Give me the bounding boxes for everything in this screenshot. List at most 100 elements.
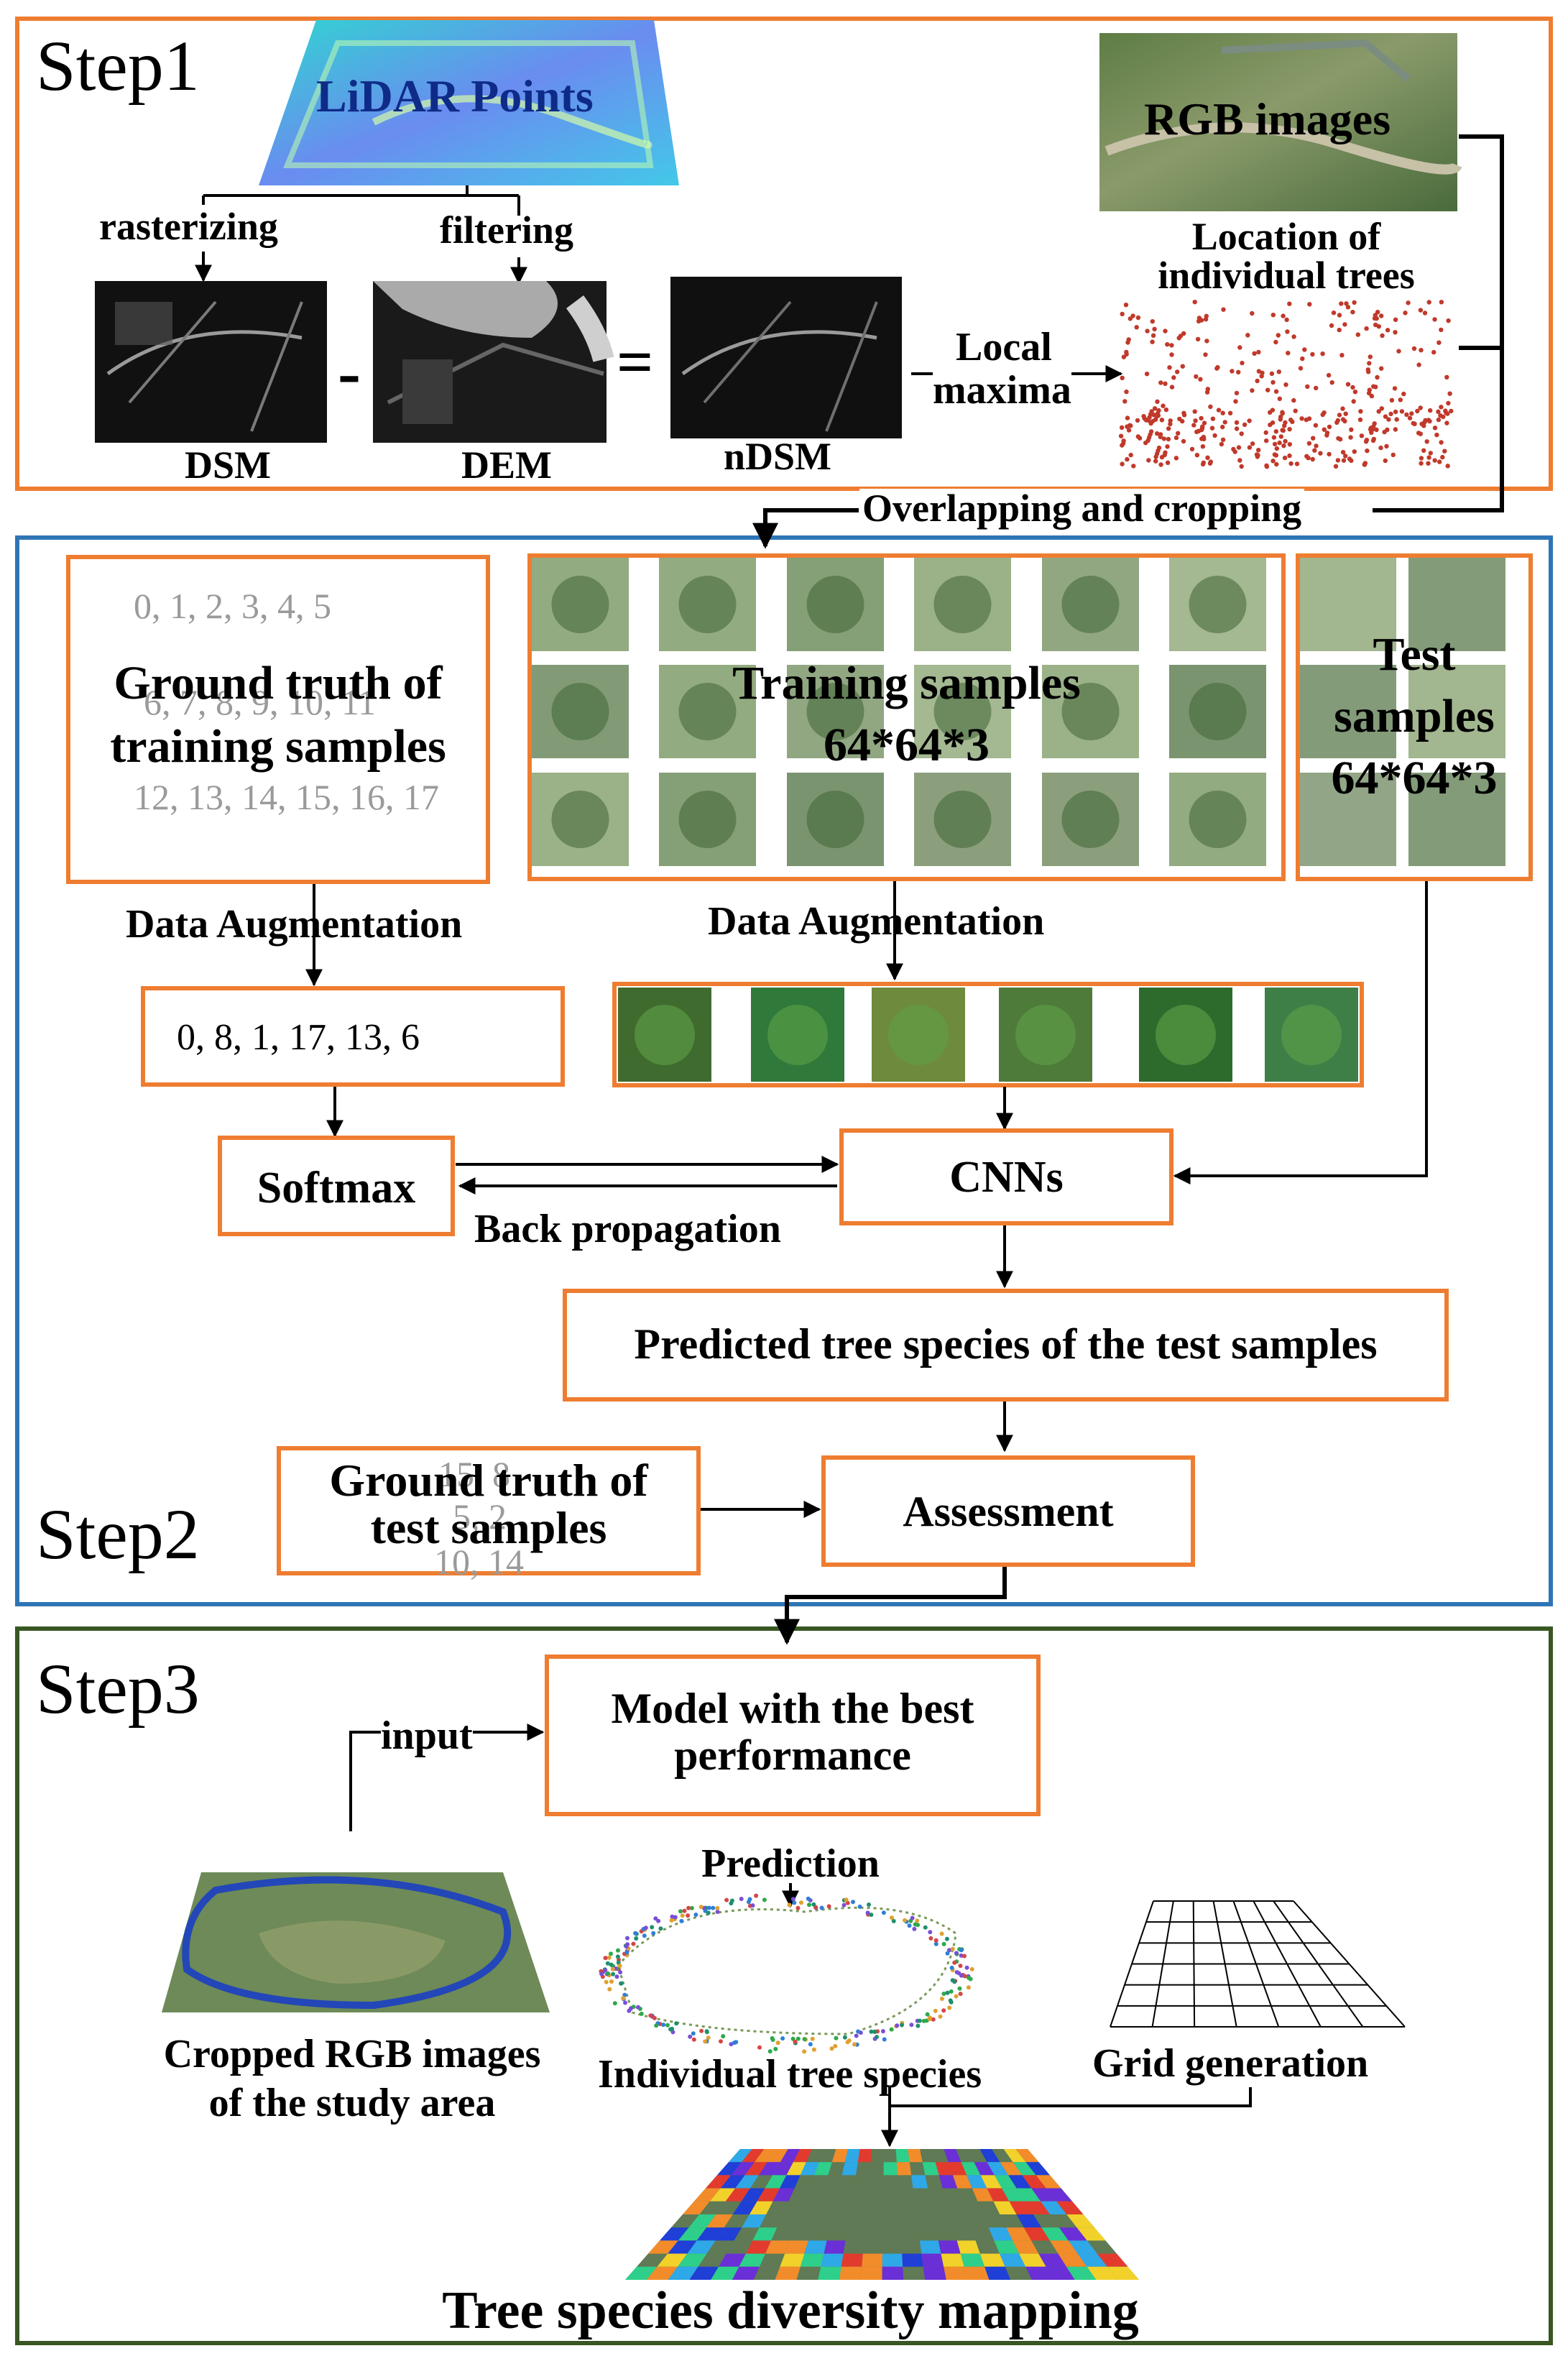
species-point [633, 1931, 638, 1936]
species-point [882, 2037, 887, 2042]
augmented-images-strip [612, 982, 1364, 1087]
tree-location-point [1167, 365, 1172, 370]
tree-location-point [1168, 418, 1173, 423]
tree-location-point [1287, 442, 1293, 447]
tree-location-point [1322, 410, 1327, 415]
diversity-cell [780, 2149, 801, 2163]
species-point [921, 2018, 926, 2023]
species-point [651, 1931, 656, 1936]
species-point [841, 1902, 847, 1908]
species-point [795, 2036, 801, 2041]
species-point [669, 1918, 674, 1923]
tree-location-point [1324, 433, 1329, 438]
species-point [952, 1960, 957, 1965]
species-point [610, 1966, 615, 1971]
tree-location-point [1198, 377, 1203, 382]
diversity-cell [839, 2266, 862, 2280]
diversity-cell [1077, 2253, 1108, 2267]
diversity-cell [1008, 2175, 1032, 2189]
tree-location-point [1150, 319, 1156, 324]
diversity-cell [841, 2162, 858, 2176]
species-point [623, 2000, 627, 2005]
tree-location-point [1369, 393, 1375, 399]
tree-crown [1015, 1005, 1076, 1065]
tree-location-point [1426, 300, 1431, 305]
input-arrow [349, 1724, 545, 1831]
tree-location-point [1276, 369, 1282, 374]
species-point [648, 2013, 653, 2018]
diversity-cell [775, 2266, 801, 2280]
species-point [808, 2042, 813, 2047]
species-point [780, 2036, 785, 2041]
diversity-cell [757, 2188, 780, 2201]
tree-location-point [1343, 454, 1348, 459]
species-point [856, 2029, 861, 2034]
tree-location-point [1120, 461, 1125, 466]
tree-location-point [1163, 381, 1168, 386]
tree-location-point [1401, 391, 1406, 397]
diversity-cell [1025, 2201, 1051, 2214]
species-point [959, 1953, 964, 1958]
diversity-cell [765, 2240, 790, 2254]
tree-location-point [1439, 300, 1444, 305]
tree-location-point [1200, 424, 1205, 429]
diversity-cell [773, 2188, 795, 2201]
tree-location-point [1378, 445, 1383, 451]
species-point [938, 2014, 943, 2019]
training-line2: 64*64*3 [824, 719, 990, 771]
species-point [925, 2012, 930, 2017]
tree-location-point [1277, 440, 1282, 446]
tree-location-point [1394, 417, 1399, 422]
tree-location-point [1239, 464, 1244, 469]
tree-location-point [1392, 386, 1398, 391]
species-point [964, 1965, 969, 1970]
diversity-cell [994, 2175, 1017, 2189]
species-point [665, 2023, 670, 2028]
step1-panel [15, 17, 1553, 491]
species-point [656, 1918, 661, 1923]
species-point [819, 1905, 824, 1910]
tree-crown [678, 683, 737, 740]
species-point [928, 2015, 932, 2020]
diversity-cell [902, 2253, 923, 2267]
tree-location-point [1379, 366, 1384, 371]
species-point [968, 1977, 973, 1982]
tree-location-point [1393, 427, 1398, 432]
tree-location-point [1270, 420, 1276, 425]
diversity-cell [1019, 2253, 1046, 2267]
tree-location-point [1389, 397, 1395, 403]
tree-crown [806, 791, 864, 848]
tree-location-point [1442, 448, 1447, 454]
species-point [686, 1905, 691, 1910]
tree-location-point [1337, 327, 1342, 333]
tree-location-point [1219, 441, 1225, 447]
species-point [670, 1914, 675, 1919]
tree-location-point [1285, 329, 1290, 334]
tree-location-point [1348, 435, 1353, 440]
diversity-cell [767, 2149, 788, 2163]
tree-location-point [1437, 459, 1442, 464]
diversity-cell [974, 2162, 995, 2176]
minus-sign: - [338, 333, 361, 410]
diversity-cell [961, 2162, 981, 2176]
tree-location-point [1150, 333, 1156, 338]
tree-location-point [1431, 349, 1436, 355]
cropped-line1: Cropped RGB images [163, 2032, 541, 2076]
tree-location-point [1379, 406, 1385, 411]
tree-location-point [1245, 333, 1250, 338]
best-model-box [545, 1655, 1041, 1816]
tree-location-point [1281, 313, 1286, 318]
species-point [604, 1979, 609, 1984]
tree-location-point [1270, 313, 1276, 318]
tree-location-point [1313, 423, 1319, 428]
tree-location-point [1175, 369, 1180, 374]
diversity-cell [780, 2175, 801, 2189]
species-point [959, 1973, 964, 1978]
tree-location-point [1352, 300, 1357, 305]
diversity-cell [857, 2149, 872, 2163]
diversity-cell [1009, 2201, 1033, 2214]
diversity-cell [657, 2253, 688, 2267]
tree-location-point [1436, 340, 1442, 345]
